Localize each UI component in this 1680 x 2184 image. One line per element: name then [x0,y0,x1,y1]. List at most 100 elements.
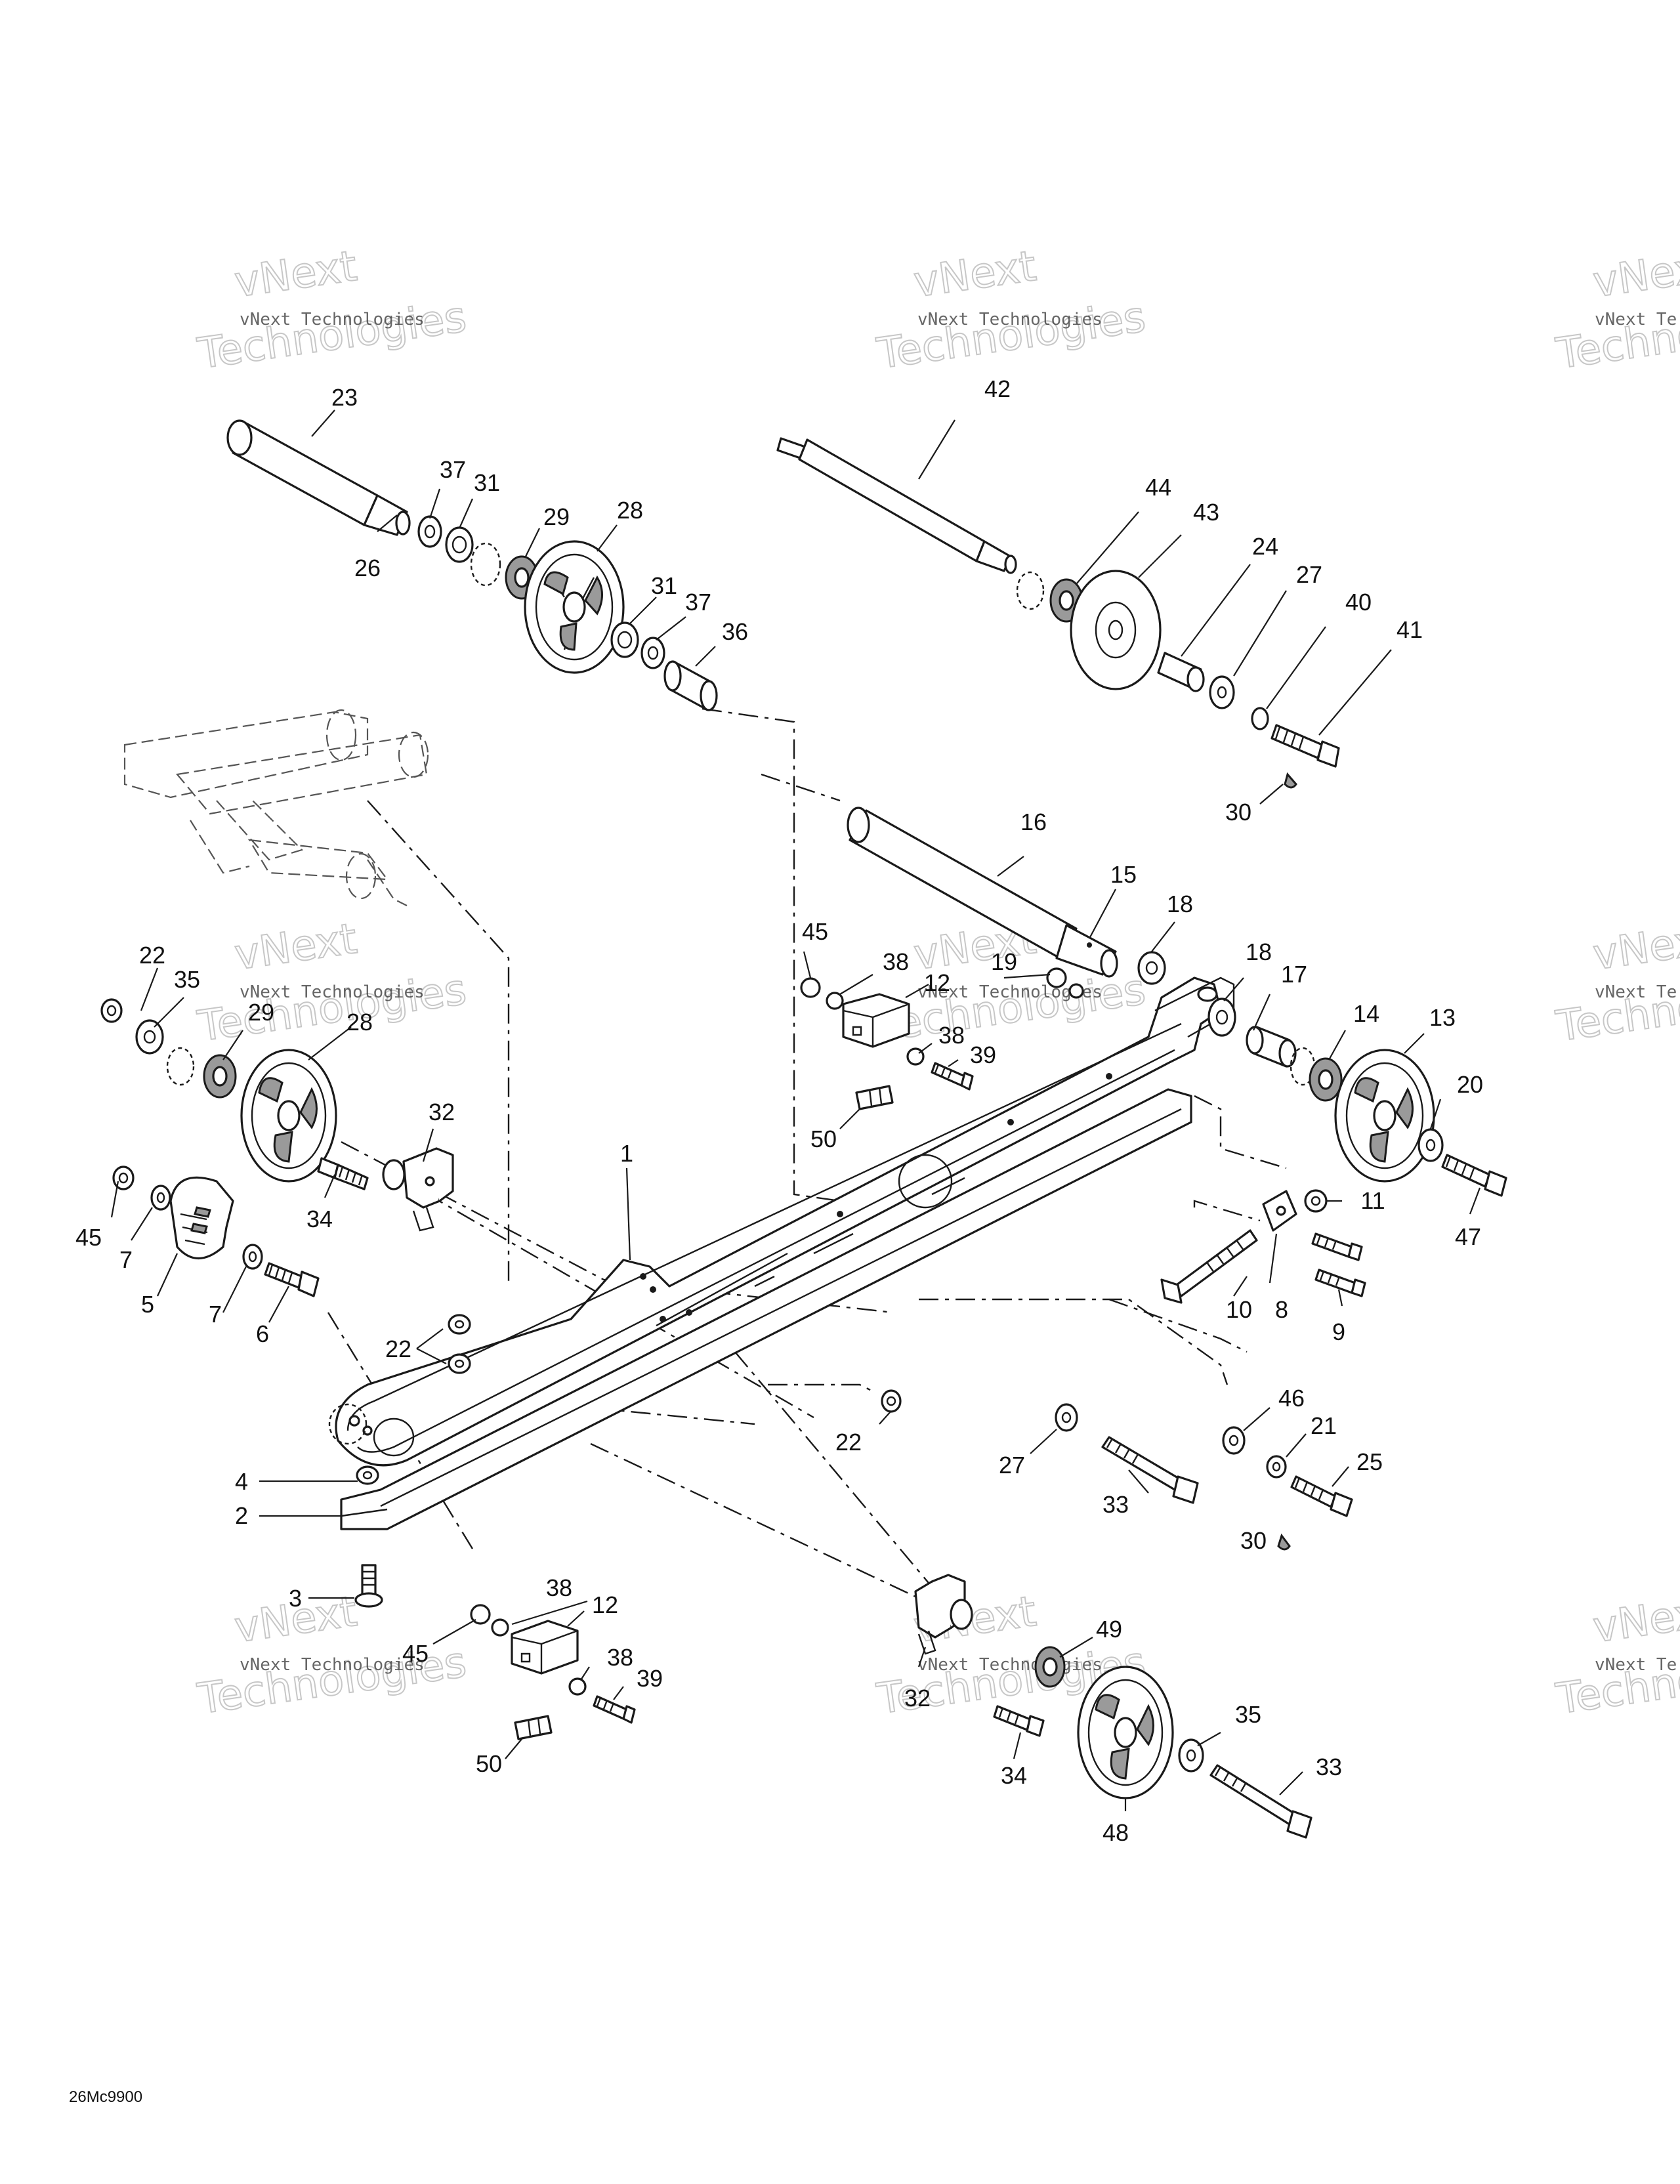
callout-9: 9 [1332,1318,1345,1345]
callout-45: 45 [802,918,828,945]
callout-48: 48 [1102,1819,1129,1846]
bolt-47 [1441,1154,1507,1197]
snap-ring [166,1047,195,1086]
nut-22 [100,998,123,1023]
watermark-text: vNext Technologies [917,310,1102,329]
callout-5: 5 [141,1291,154,1318]
bolt-10 [1160,1229,1258,1304]
right-wheel-group [1046,951,1507,1197]
screw-9b [1314,1269,1366,1297]
slider-block-upper-group [800,977,974,1110]
bolt-6 [264,1262,320,1297]
washer-18b [1208,998,1236,1037]
nut-45 [112,1166,135,1190]
callout-labels: 23 26 37 31 29 28 31 37 36 42 44 43 24 2… [75,375,1483,1846]
callout-12: 12 [924,969,950,996]
washer-38 [491,1618,509,1637]
bearing-14 [1309,1057,1343,1102]
watermark-text: vNext [232,242,360,307]
callout-21: 21 [1311,1412,1337,1439]
callout-33: 33 [1102,1491,1129,1518]
watermark-text: Technologies [1553,1638,1680,1724]
callout-35: 35 [1235,1701,1261,1728]
bushing-31b [610,621,639,658]
leader-lines [110,410,1481,1811]
callout-37: 37 [440,456,466,483]
washer-18 [1137,951,1166,985]
insert-50 [514,1715,553,1740]
callout-32: 32 [904,1685,931,1712]
callout-38: 38 [546,1574,572,1601]
bolt-33 [1209,1764,1312,1839]
callout-6: 6 [256,1320,269,1347]
washer-21 [1266,1455,1287,1479]
callout-24: 24 [1252,533,1278,560]
callout-19: 19 [991,948,1017,975]
wheel-28 [240,1049,337,1183]
callout-26: 26 [354,555,381,581]
nut-22a [448,1314,471,1335]
bolt-25 [1290,1475,1353,1517]
callout-22: 22 [385,1335,411,1362]
watermark-text: vNext Technologies [917,1655,1102,1675]
callout-50: 50 [476,1750,502,1777]
watermark-text: vNext [1590,242,1680,307]
watermark-text: vNext [1590,1587,1680,1652]
callout-27: 27 [1296,561,1322,588]
ghost-frame-reference [123,709,429,906]
callout-35: 35 [174,966,200,993]
callout-43: 43 [1193,499,1219,526]
spacer-17 [1246,1026,1297,1068]
callout-23: 23 [331,384,358,411]
top-right-axle-group [776,437,1340,789]
callout-36: 36 [722,618,748,645]
slider-block-12 [511,1620,579,1675]
spacer-24 [1157,652,1205,692]
washer-37 [417,515,442,548]
callout-39: 39 [970,1041,996,1068]
watermark-text: vNext Technologies [240,982,425,1002]
stopper-5 [169,1176,234,1260]
callout-49: 49 [1096,1616,1122,1643]
bolt-33 [1101,1436,1199,1504]
left-wheel-group [100,998,337,1183]
callout-18: 18 [1246,938,1272,965]
washer-35 [135,1019,164,1055]
bracket-32 [382,1147,454,1232]
drawing-code: 26Mc9900 [69,2088,142,2106]
callout-14: 14 [1353,1000,1379,1027]
washer-7b [242,1244,263,1270]
callout-25: 25 [1356,1448,1383,1475]
watermark-text: Technologies [874,965,1148,1051]
slide-rail-assembly [328,976,1235,1608]
callout-7: 7 [119,1246,133,1273]
washer-38b [568,1677,587,1696]
callout-47: 47 [1455,1223,1481,1250]
watermark-text: vNext [232,915,360,980]
callout-30: 30 [1240,1527,1267,1554]
callout-38: 38 [883,948,909,975]
callout-33: 33 [1316,1754,1342,1780]
callout-10: 10 [1226,1296,1252,1323]
callout-39: 39 [637,1665,663,1692]
rail-1 [328,976,1235,1467]
watermark-text: vNext [911,242,1039,307]
thread-locker-30 [1284,772,1297,789]
nut-22c [881,1389,902,1413]
callout-29: 29 [543,503,570,530]
callout-27: 27 [999,1452,1025,1479]
callout-30: 30 [1225,799,1251,826]
callout-11: 11 [1360,1187,1385,1214]
shaft-42 [776,437,1017,574]
wear-strip-2 [340,1088,1192,1530]
callout-37: 37 [685,589,711,616]
screw-9a [1311,1232,1363,1261]
callout-12: 12 [592,1591,618,1618]
callout-34: 34 [306,1206,333,1232]
callout-8: 8 [1275,1296,1288,1323]
callout-50: 50 [810,1125,837,1152]
watermark-text: Technologies [1553,965,1680,1051]
callout-16: 16 [1020,808,1047,835]
screw-39 [931,1062,974,1091]
callout-28: 28 [346,1009,373,1036]
